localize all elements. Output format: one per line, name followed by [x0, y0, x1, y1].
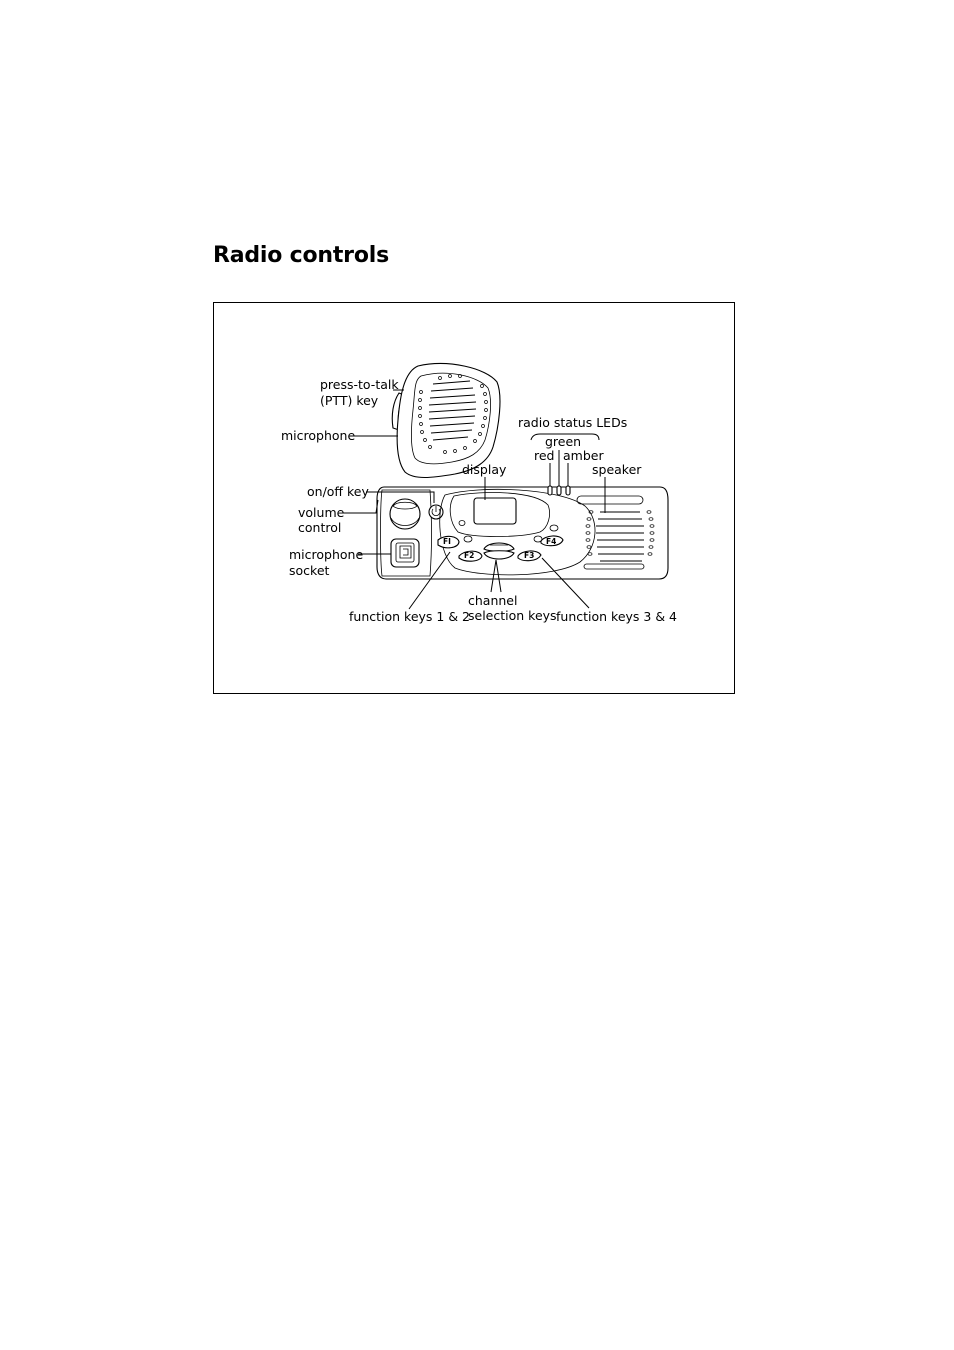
label-amber: amber [563, 448, 604, 463]
display-bezel [449, 492, 550, 537]
page-title: Radio controls [213, 243, 389, 268]
microphone-grille [428, 380, 477, 441]
label-mic-socket-line2: socket [289, 563, 330, 578]
control-face [439, 488, 596, 576]
power-icon [431, 508, 441, 517]
label-microphone: microphone [281, 428, 355, 443]
label-mic-socket-line1: microphone [289, 547, 363, 562]
label-display: display [462, 462, 507, 477]
leader-lines [342, 389, 606, 610]
label-function-keys-3-4: function keys 3 & 4 [556, 609, 677, 624]
microphone-grille-dots [418, 374, 488, 454]
volume-control[interactable] [389, 498, 421, 530]
label-red: red [534, 448, 555, 463]
callout-labels: press-to-talk (PTT) key microphone on/of… [281, 377, 677, 624]
label-green: green [545, 434, 581, 449]
on-off-key[interactable] [428, 504, 444, 520]
display [473, 497, 517, 525]
f1-label: FI [443, 537, 451, 546]
label-ptt-line1: press-to-talk [320, 377, 399, 392]
function-key-1[interactable]: FI [437, 535, 460, 549]
microphone-grille-outline [410, 372, 491, 465]
function-key-4[interactable]: F4 [540, 535, 564, 547]
label-speaker: speaker [592, 462, 642, 477]
f2-label: F2 [464, 551, 474, 560]
channel-up-key[interactable] [483, 542, 515, 552]
f4-label: F4 [546, 537, 556, 546]
channel-down-key[interactable] [483, 550, 515, 560]
channel-selection-keys[interactable] [483, 542, 515, 560]
led-amber [565, 485, 571, 496]
label-volume-line1: volume [298, 505, 345, 520]
label-radio-status-leds: radio status LEDs [518, 415, 627, 430]
figure-frame [213, 302, 735, 694]
status-leds [547, 485, 571, 496]
led-green [556, 485, 562, 496]
label-channel-line1: channel [468, 593, 517, 608]
speaker-grille [576, 495, 655, 570]
label-function-keys-1-2: function keys 1 & 2 [349, 609, 470, 624]
f3-label: F3 [524, 551, 534, 560]
microphone-handset [391, 363, 501, 503]
function-key-2[interactable]: F2 [458, 550, 483, 562]
microphone-body [396, 363, 501, 479]
label-channel-line2: selection keys [468, 608, 557, 623]
radio-unit: FI F2 F3 F4 [376, 485, 669, 580]
label-ptt-line2: (PTT) key [320, 393, 379, 408]
label-on-off-key: on/off key [307, 484, 369, 499]
radio-housing [376, 486, 669, 580]
microphone-socket[interactable] [390, 538, 420, 568]
label-volume-line2: control [298, 520, 341, 535]
led-red [547, 485, 553, 496]
function-key-3[interactable]: F3 [517, 550, 542, 562]
